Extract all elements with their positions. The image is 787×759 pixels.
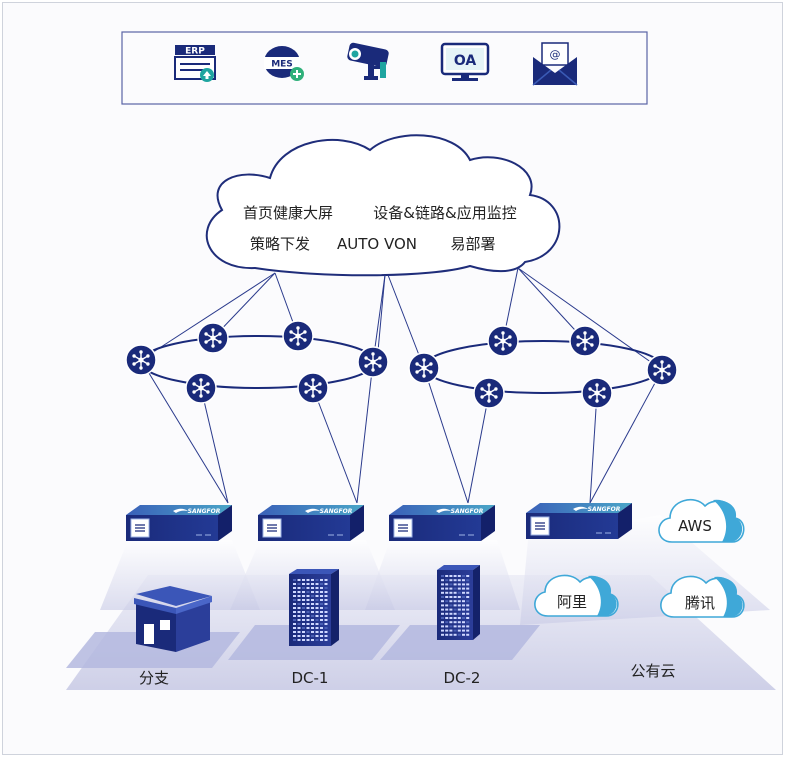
erp-app-icon[interactable]: ERP xyxy=(174,45,216,82)
router-node-icon xyxy=(185,372,217,404)
sangfor-brand-label: SANGFOR xyxy=(451,508,484,515)
sangfor-brand-label: SANGFOR xyxy=(188,508,221,515)
left-network-ring xyxy=(140,335,376,389)
aws-label: AWS xyxy=(678,517,712,535)
aliyun-cloud: 阿里 xyxy=(534,574,619,617)
cloud-feature-monitoring: 设备&链路&应用监控 xyxy=(373,204,516,222)
sangfor-devices: SANGFOR SANGFOR SANGFOR SANGFOR xyxy=(126,503,632,541)
sangfor-device: SANGFOR xyxy=(526,503,632,539)
cloud-feature-policy: 策略下发 xyxy=(250,235,310,253)
tencent-cloud: 腾讯 xyxy=(660,575,745,618)
dc2-server-tower xyxy=(437,565,480,640)
router-node-icon xyxy=(473,377,505,409)
router-nodes xyxy=(125,320,678,409)
sangfor-device: SANGFOR xyxy=(258,505,364,541)
site-label-branch: 分支 xyxy=(139,669,169,687)
sangfor-device: SANGFOR xyxy=(126,505,232,541)
camera-app-icon[interactable] xyxy=(347,42,390,80)
router-node-icon xyxy=(646,354,678,386)
cloud-feature-dashboard: 首页健康大屏 xyxy=(243,204,333,222)
management-cloud: 首页健康大屏 设备&链路&应用监控 策略下发 AUTO VON 易部署 xyxy=(205,134,561,277)
sangfor-brand-label: SANGFOR xyxy=(320,508,353,515)
router-node-icon xyxy=(357,346,389,378)
router-node-icon xyxy=(487,325,519,357)
email-app-icon[interactable]: @ xyxy=(532,42,578,86)
site-label-dc2: DC-2 xyxy=(444,669,481,687)
router-node-icon xyxy=(197,322,229,354)
dc1-server-tower xyxy=(289,569,339,646)
site-label-public-cloud: 公有云 xyxy=(630,662,675,680)
cloud-feature-autovon: AUTO VON xyxy=(337,235,417,253)
right-network-ring xyxy=(423,340,663,394)
router-node-icon xyxy=(408,352,440,384)
router-node-icon xyxy=(569,325,601,357)
tencent-label: 腾讯 xyxy=(685,594,715,612)
aws-cloud: AWS xyxy=(658,498,745,543)
mes-app-icon[interactable]: MES xyxy=(264,46,304,81)
erp-icon-text: ERP xyxy=(185,47,205,57)
application-bar: ERP MES OA xyxy=(121,31,648,105)
sangfor-brand-label: SANGFOR xyxy=(588,506,621,513)
mes-icon-text: MES xyxy=(271,60,293,70)
router-node-icon xyxy=(125,344,157,376)
oa-icon-text: OA xyxy=(454,53,477,69)
router-node-icon xyxy=(282,320,314,352)
email-icon-text: @ xyxy=(550,48,561,61)
aliyun-label: 阿里 xyxy=(557,593,587,611)
cloud-feature-deploy: 易部署 xyxy=(450,235,495,253)
oa-app-icon[interactable]: OA xyxy=(440,42,490,81)
branch-building xyxy=(134,586,212,652)
router-node-icon xyxy=(581,377,613,409)
sangfor-device: SANGFOR xyxy=(389,505,495,541)
site-label-dc1: DC-1 xyxy=(292,669,329,687)
router-node-icon xyxy=(297,372,329,404)
